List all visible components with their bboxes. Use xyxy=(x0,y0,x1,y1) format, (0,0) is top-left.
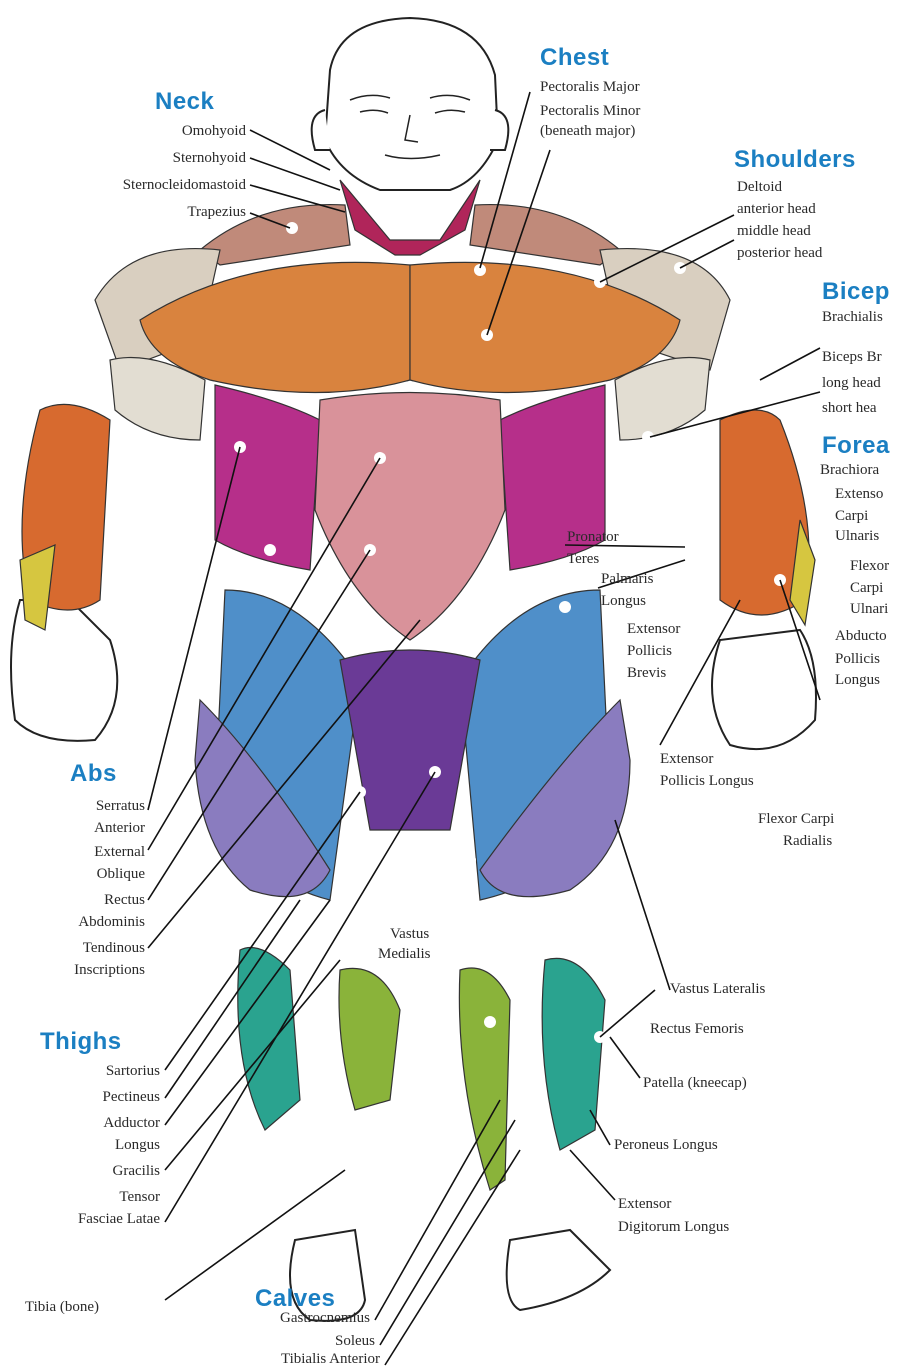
biceps-heading: Bicep xyxy=(822,278,890,306)
label-extensor-digitorum-2: Digitorum Longus xyxy=(618,1218,729,1237)
calf-left-inner xyxy=(339,968,400,1110)
label-gracilis: Gracilis xyxy=(0,1162,160,1181)
head-outline xyxy=(325,18,498,190)
right-foot xyxy=(507,1230,610,1310)
inner-thigh xyxy=(340,650,480,830)
neck-muscles xyxy=(340,180,480,255)
calf-left-outer xyxy=(238,948,300,1131)
label-tibia-bone: Tibia (bone) xyxy=(25,1298,99,1317)
label-tensor: Tensor xyxy=(0,1188,160,1207)
label-peroneus-longus: Peroneus Longus xyxy=(614,1136,718,1155)
label-external: External xyxy=(0,843,145,862)
label-abductor-pollicis-2: Pollicis xyxy=(835,650,880,669)
label-extensor-pollicis-longus-2: Pollicis Longus xyxy=(660,772,754,791)
label-serratus: Serratus xyxy=(0,797,145,816)
label-tibialis-anterior: Tibialis Anterior xyxy=(190,1350,380,1369)
label-external-oblique: Oblique xyxy=(0,865,145,884)
label-vastus-medialis-1: Vastus xyxy=(390,925,429,944)
rectus-abdominis xyxy=(315,393,505,641)
label-extensor-carpi-ulnaris-1: Extenso xyxy=(835,485,883,504)
label-palmaris-longus: Longus xyxy=(601,592,646,611)
label-sternocleidomastoid: Sternocleidomastoid xyxy=(0,176,246,195)
thighs-heading: Thighs xyxy=(40,1028,122,1056)
label-beneath-major: (beneath major) xyxy=(540,122,635,141)
forearms-heading: Forea xyxy=(822,432,890,460)
label-extensor-carpi-ulnaris-3: Ulnaris xyxy=(835,527,879,546)
shoulders-heading: Shoulders xyxy=(734,146,856,174)
label-adductor-longus: Longus xyxy=(0,1136,160,1155)
label-extensor-pollicis-longus-1: Extensor xyxy=(660,750,713,769)
right-hand xyxy=(712,630,816,749)
label-vastus-medialis-2: Medialis xyxy=(378,945,431,964)
label-pronator: Pronator xyxy=(567,528,619,547)
label-teres: Teres xyxy=(567,550,599,569)
label-extensor-pollicis-brevis-1: Extensor xyxy=(627,620,680,639)
label-pectineus: Pectineus xyxy=(0,1088,160,1107)
label-sartorius: Sartorius xyxy=(0,1062,160,1081)
label-flexor-carpi-ulnaris-2: Carpi xyxy=(850,579,883,598)
label-abductor-pollicis-1: Abducto xyxy=(835,627,887,646)
label-flexor-carpi-ulnaris-1: Flexor xyxy=(850,557,889,576)
label-tendinous: Tendinous xyxy=(0,939,145,958)
label-sternohyoid: Sternohyoid xyxy=(90,149,246,168)
label-anterior-head: anterior head xyxy=(737,200,816,219)
trapezius-right xyxy=(470,205,620,265)
label-flexor-carpi-radialis-1: Flexor Carpi xyxy=(758,810,834,829)
label-extensor-pollicis-brevis-3: Brevis xyxy=(627,664,666,683)
label-rectus-abdominis: Abdominis xyxy=(0,913,145,932)
label-flexor-carpi-radialis-2: Radialis xyxy=(783,832,832,851)
label-posterior-head: posterior head xyxy=(737,244,822,263)
serratus-left xyxy=(215,385,320,570)
label-palmaris: Palmaris xyxy=(601,570,654,589)
label-serratus-anterior: Anterior xyxy=(0,819,145,838)
label-rectus-femoris: Rectus Femoris xyxy=(650,1020,744,1039)
label-pectoralis-major: Pectoralis Major xyxy=(540,78,640,97)
label-trapezius: Trapezius xyxy=(90,203,246,222)
label-rectus: Rectus xyxy=(0,891,145,910)
chest-heading: Chest xyxy=(540,44,609,72)
label-long-head: long head xyxy=(822,374,881,393)
label-vastus-lateralis: Vastus Lateralis xyxy=(670,980,765,999)
label-middle-head: middle head xyxy=(737,222,811,241)
label-biceps-brachii: Biceps Br xyxy=(822,348,882,367)
label-extensor-carpi-ulnaris-2: Carpi xyxy=(835,507,868,526)
label-abductor-pollicis-3: Longus xyxy=(835,671,880,690)
label-short-head: short hea xyxy=(822,399,877,418)
label-gastrocnemius: Gastrocnemius xyxy=(190,1309,370,1328)
label-extensor-digitorum-1: Extensor xyxy=(618,1195,671,1214)
label-deltoid: Deltoid xyxy=(737,178,782,197)
label-fasciae-latae: Fasciae Latae xyxy=(0,1210,160,1229)
label-patella: Patella (kneecap) xyxy=(643,1074,747,1093)
label-extensor-pollicis-brevis-2: Pollicis xyxy=(627,642,672,661)
label-pectoralis-minor: Pectoralis Minor xyxy=(540,102,640,121)
label-tendinous-inscriptions: Inscriptions xyxy=(0,961,145,980)
label-brachioradialis: Brachiora xyxy=(820,461,879,480)
label-adductor: Adductor xyxy=(0,1114,160,1133)
label-soleus: Soleus xyxy=(190,1332,375,1351)
label-brachialis: Brachialis xyxy=(822,308,883,327)
abs-heading: Abs xyxy=(70,760,117,788)
label-omohyoid: Omohyoid xyxy=(90,122,246,141)
label-flexor-carpi-ulnaris-3: Ulnari xyxy=(850,600,888,619)
neck-heading: Neck xyxy=(155,88,214,116)
